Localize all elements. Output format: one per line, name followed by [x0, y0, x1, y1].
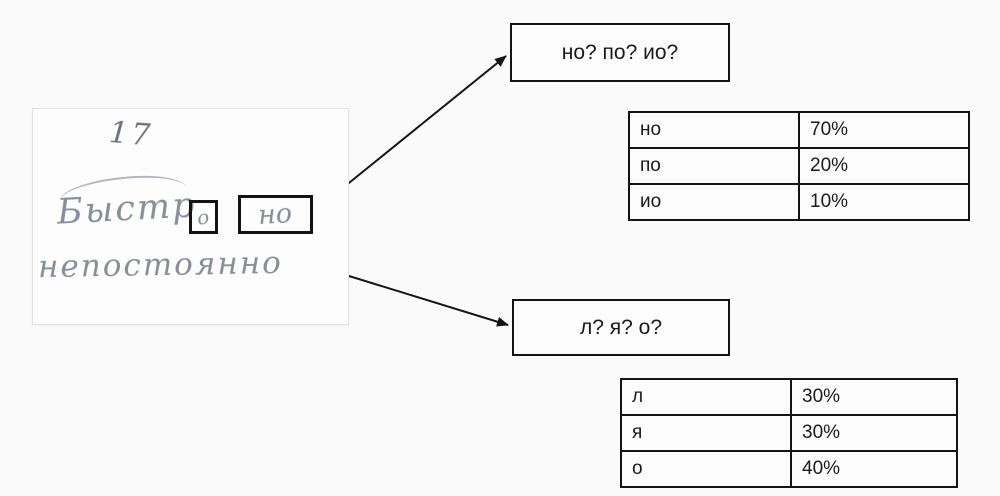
probability-cell: 10%: [798, 183, 970, 221]
letter-probability-table: л 30% я 30% о 40%: [620, 378, 958, 488]
handwritten-second-line: непостоянно: [37, 244, 284, 286]
probability-cell: 30%: [790, 378, 958, 416]
candidate-label-cell: по: [628, 147, 800, 185]
word-probability-table: но 70% по 20% ио 10%: [628, 111, 970, 221]
probability-cell: 30%: [790, 414, 958, 452]
probability-cell: 40%: [790, 450, 958, 488]
ambiguous-letter-box: о: [189, 200, 218, 234]
candidate-label-cell: но: [628, 111, 800, 149]
letter-candidates-label: л? я? о?: [579, 315, 662, 339]
table-row: я 30%: [620, 414, 958, 452]
candidate-label-cell: л: [620, 378, 792, 416]
table-row: по 20%: [628, 147, 970, 185]
candidate-label-cell: ио: [628, 183, 800, 221]
handwritten-ambiguous-letter: о: [195, 204, 212, 230]
letter-candidates-box: л? я? о?: [512, 299, 730, 356]
word-candidates-label: но? по? ио?: [561, 40, 679, 64]
candidate-label-cell: я: [620, 414, 792, 452]
handwritten-number: 17: [107, 115, 155, 154]
word-candidates-box: но? по? ио?: [510, 23, 730, 82]
probability-cell: 70%: [798, 111, 970, 149]
handwriting-photo: 17 Быстр о но непостоянно: [32, 108, 349, 325]
candidate-label-cell: о: [620, 450, 792, 488]
table-row: о 40%: [620, 450, 958, 488]
probability-cell: 20%: [798, 147, 970, 185]
handwritten-word-prefix: Быстр: [56, 185, 198, 233]
table-row: но 70%: [628, 111, 970, 149]
ambiguous-word-box: но: [238, 195, 313, 234]
table-row: ио 10%: [628, 183, 970, 221]
table-row: л 30%: [620, 378, 958, 416]
handwritten-ambiguous-word: но: [257, 197, 294, 232]
